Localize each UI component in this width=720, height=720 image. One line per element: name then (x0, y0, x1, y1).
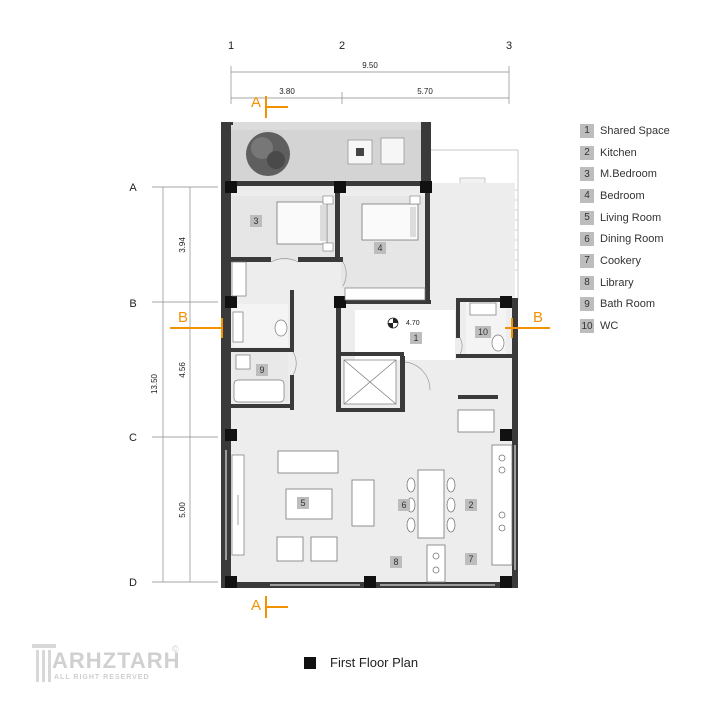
grid-row-label: D (129, 577, 137, 589)
legend-number: 10 (580, 319, 594, 334)
legend-item: 6 Dining Room (580, 228, 710, 250)
legend-number: 4 (580, 188, 594, 203)
grid-column-label: 2 (339, 40, 345, 52)
room-tag-7: 7 (468, 554, 473, 564)
windows (225, 445, 516, 586)
legend-number: 7 (580, 253, 594, 268)
logo-name: ARHZTARH (52, 648, 181, 673)
legend-label: Living Room (600, 211, 662, 224)
logo-column-icon (32, 644, 56, 682)
room-tag-1: 1 (413, 333, 418, 343)
level-value: 4.70 (406, 320, 420, 327)
logo-registered-mark: © (172, 644, 179, 654)
terrace-tree-icon (246, 132, 290, 176)
legend-label: Bath Room (600, 298, 656, 311)
room-tag-3: 3 (253, 216, 258, 226)
room-tag-2: 2 (468, 500, 473, 510)
closets (231, 261, 426, 301)
legend-number: 8 (580, 275, 594, 290)
room-tag-5: 5 (300, 498, 305, 508)
elevator-icon (343, 359, 397, 405)
door-swings (270, 258, 463, 391)
legend-label: WC (600, 320, 619, 333)
legend-item: 4 Bedroom (580, 185, 710, 207)
legend-item: 3 M.Bedroom (580, 163, 710, 185)
title-square-icon (304, 656, 316, 669)
bookshelf-icon (231, 454, 245, 556)
legend-number: 3 (580, 167, 594, 182)
dimension-left-ab: 3.94 (178, 237, 187, 253)
level-marker-icon (387, 317, 399, 329)
dimension-top-left: 3.80 (279, 87, 295, 96)
room-tag-9: 9 (259, 365, 264, 375)
dimension-top-total: 9.50 (362, 61, 378, 70)
section-markers (170, 96, 550, 618)
legend-item: 2 Kitchen (580, 142, 710, 164)
bedroom-bed-icon (361, 195, 421, 241)
grid-row-label: A (129, 182, 137, 194)
legend-item: 1 Shared Space (580, 120, 710, 142)
logo-tagline: ALL RIGHT RESERVED (54, 674, 150, 681)
kitchen-counter-icon (426, 409, 513, 583)
legend-number: 6 (580, 232, 594, 247)
dimension-left-total: 13.50 (150, 373, 159, 394)
legend-label: Shared Space (600, 124, 670, 137)
top-dimension-lines (230, 66, 510, 104)
grid-row-label: C (129, 432, 137, 444)
dimension-top-right: 5.70 (417, 87, 433, 96)
legend-label: Kitchen (600, 146, 637, 159)
dining-table-icon (406, 469, 456, 539)
room-tag-6: 6 (401, 500, 406, 510)
plan-title: First Floor Plan (304, 655, 418, 670)
room-tag-4: 4 (377, 243, 382, 253)
living-sofa-icon (276, 450, 375, 562)
master-bed-icon (276, 195, 334, 252)
legend-number: 9 (580, 297, 594, 312)
bathroom-fixtures (232, 311, 288, 403)
legend-label: Cookery (600, 254, 641, 267)
room-tag-8: 8 (393, 557, 398, 567)
structural-columns (225, 181, 512, 588)
left-dimension-lines (152, 186, 218, 583)
legend-label: Bedroom (600, 189, 645, 202)
grid-column-label: 1 (228, 40, 234, 52)
legend-item: 8 Library (580, 272, 710, 294)
legend-number: 5 (580, 210, 594, 225)
dimension-left-cd: 5.00 (178, 502, 187, 518)
plan-title-text: First Floor Plan (330, 655, 419, 670)
legend-label: M.Bedroom (600, 168, 657, 181)
legend-item: 10 WC (580, 315, 710, 337)
room-tag-10: 10 (478, 327, 488, 337)
legend-label: Library (600, 276, 634, 289)
section-a-top-label: A (251, 94, 261, 111)
watermark-logo: ARHZTARH ALL RIGHT RESERVED © (30, 640, 190, 690)
legend-number: 2 (580, 145, 594, 160)
dimension-left-bc: 4.56 (178, 362, 187, 378)
grid-row-label: B (129, 298, 136, 310)
legend-item: 9 Bath Room (580, 294, 710, 316)
room-tags: 1 2 3 4 5 6 7 8 9 10 (250, 215, 491, 568)
room-legend: 1 Shared Space 2 Kitchen 3 M.Bedroom 4 Bedro… (580, 120, 710, 337)
wc-fixtures (469, 302, 505, 352)
legend-label: Dining Room (600, 233, 664, 246)
legend-item: 7 Cookery (580, 250, 710, 272)
section-b-right-label: B (533, 309, 543, 326)
terrace-table-icon (347, 137, 405, 165)
grid-column-label: 3 (506, 40, 512, 52)
legend-item: 5 Living Room (580, 207, 710, 229)
section-a-bottom-label: A (251, 597, 261, 614)
section-b-left-label: B (178, 309, 188, 326)
legend-number: 1 (580, 123, 594, 138)
